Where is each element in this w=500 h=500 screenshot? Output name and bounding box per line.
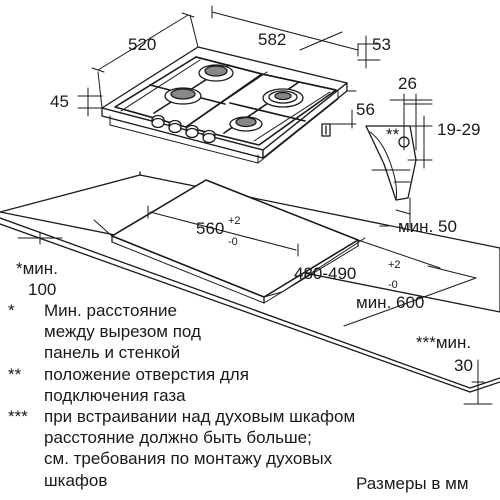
footnote-line: шкафов — [44, 470, 108, 490]
burner-back-left — [198, 64, 234, 82]
svg-text:-0: -0 — [228, 236, 238, 248]
burner-front-left — [164, 87, 202, 105]
control-knobs — [151, 114, 216, 144]
dim-min-50: мин. 50 — [398, 217, 457, 236]
hob-base — [109, 90, 339, 164]
footnote-line: при встраивании над духовым шкафом — [44, 407, 356, 427]
footnotes: * Мин. расстояние между вырезом под пане… — [8, 300, 498, 491]
svg-text:30: 30 — [454, 356, 473, 375]
svg-text:+2: +2 — [228, 215, 241, 227]
footnote-3: *** при встраивании над духовым шкафом р… — [8, 406, 498, 491]
footnote-line: Мин. расстояние — [44, 301, 177, 320]
dim-53: 53 — [372, 35, 391, 54]
hob-drawing — [101, 46, 348, 164]
dimension-labels: 520 582 53 45 26 56 ** 19-29 мин. 50 560… — [16, 30, 480, 375]
dim-cutout-depth: 480-490 +2 -0 — [294, 259, 401, 291]
svg-text:*мин.: *мин. — [16, 259, 58, 278]
hob-top-surface — [101, 46, 348, 151]
svg-text:+2: +2 — [388, 259, 401, 271]
svg-text:560: 560 — [196, 219, 224, 238]
svg-text:***мин.: ***мин. — [416, 333, 471, 352]
burner-back-right — [262, 88, 304, 108]
dim-min-100: *мин. 100 — [16, 259, 58, 299]
dim-19-29: 19-29 — [437, 120, 480, 139]
units-label: Размеры в мм — [356, 474, 469, 493]
footnote-mark: ** — [8, 364, 22, 384]
cutout-dimension-lines — [17, 205, 493, 405]
footnote-mark: * — [8, 301, 15, 320]
dim-min-30: ***мин. 30 — [416, 333, 473, 375]
dim-56: 56 — [356, 100, 375, 119]
dim-min-600: мин. 600 — [356, 293, 424, 312]
footnote-line: см. требования по монтажу духовых — [44, 449, 333, 469]
hob-dimension-lines — [77, 5, 381, 129]
burner-front-right — [229, 116, 263, 132]
gas-connection-detail — [365, 93, 433, 229]
dim-cutout-width: 560 +2 -0 — [196, 215, 241, 248]
dim-520: 520 — [128, 35, 156, 54]
svg-text:100: 100 — [28, 280, 56, 299]
footnote-2: ** положение отверстия для подключения г… — [8, 364, 498, 406]
dim-582: 582 — [258, 30, 286, 49]
footnote-1: * Мин. расстояние между вырезом под пане… — [8, 300, 498, 364]
gas-position-mark: ** — [386, 125, 400, 144]
footnote-mark: *** — [8, 407, 28, 427]
dim-45: 45 — [50, 92, 69, 111]
footnote-line: положение отверстия для — [44, 364, 249, 384]
footnote-line: расстояние должно быть больше; — [44, 428, 312, 448]
svg-text:-0: -0 — [388, 279, 398, 291]
footnote-line: подключения газа — [44, 385, 186, 405]
svg-text:480-490: 480-490 — [294, 264, 356, 283]
footnote-line: панель и стенкой — [44, 343, 181, 363]
dim-26: 26 — [398, 74, 417, 93]
gas-connection — [321, 123, 331, 137]
footnote-line: между вырезом под — [44, 322, 201, 342]
